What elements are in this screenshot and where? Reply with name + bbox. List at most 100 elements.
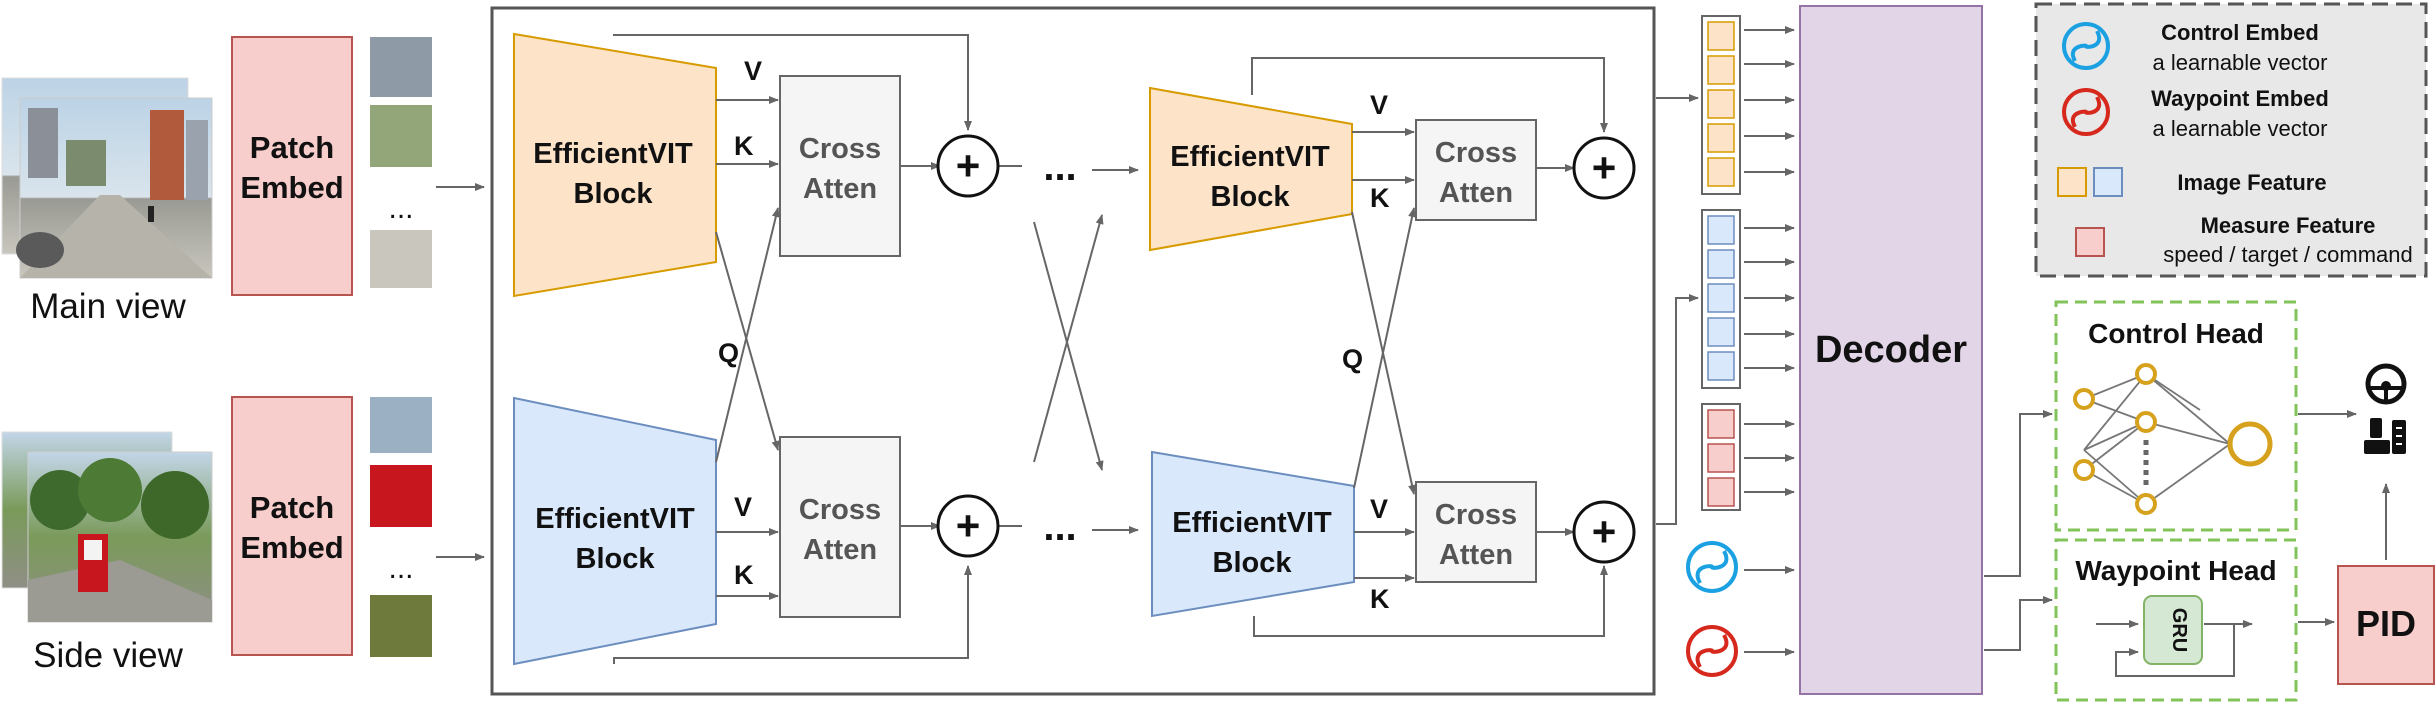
block-bottom-2-line2: Block: [1213, 547, 1293, 579]
cross-bottom-1-line1: Cross: [799, 494, 881, 526]
cross-atten-top-2: Cross Atten: [1415, 119, 1537, 221]
legend-control-embed-title: Control Embed: [2161, 20, 2319, 45]
decoder-output-arrows: [1984, 410, 2053, 651]
k-label-bottom-1: K: [734, 560, 754, 590]
k-label-top-2: K: [1370, 183, 1390, 213]
cross-atten-bottom-2: Cross Atten: [1415, 481, 1537, 583]
hidden-node-1: [2135, 363, 2157, 385]
efficientvit-block-top-1: EfficientVIT Block: [513, 32, 717, 298]
cross-bottom-2-line2: Atten: [1439, 539, 1513, 571]
block-top-1-line1: EfficientVIT: [533, 138, 693, 170]
v-label-bottom-1: V: [734, 492, 752, 522]
add-node-top-1: +: [936, 134, 1000, 198]
stage-1-connections: [613, 34, 1139, 664]
legend-waypoint-embed-sub: a learnable vector: [2153, 116, 2328, 141]
gru-block: [2143, 595, 2203, 665]
backbone-frame: [490, 6, 1656, 696]
v-label-bottom-2: V: [1370, 494, 1388, 524]
add-node-bottom-2: +: [1572, 500, 1636, 564]
block-bottom-1-line1: EfficientVIT: [535, 503, 695, 535]
legend-measure-feature-sub: speed / target / command: [2163, 242, 2412, 267]
legend-waypoint-embed-title: Waypoint Embed: [2151, 86, 2329, 111]
cross-atten-top-1: Cross Atten: [779, 75, 901, 257]
main-view-patches: ...: [370, 37, 432, 288]
add-top-2-symbol: +: [1592, 144, 1617, 191]
image-feature-tokens-main: [1701, 15, 1741, 195]
legend: Control Embed a learnable vector Waypoin…: [2034, 2, 2428, 278]
patch-embed-main-line2: Embed: [240, 170, 343, 205]
measure-feature-tokens: [1701, 403, 1741, 511]
v-label-top-1: V: [744, 56, 762, 86]
q-label-1: Q: [718, 338, 739, 368]
main-view-label: Main view: [30, 287, 186, 326]
cross-top-1-line2: Atten: [803, 173, 877, 205]
gru-label: GRU: [2168, 608, 2190, 652]
stage-2-connections: [1251, 57, 1608, 637]
efficientvit-block-bottom-2: EfficientVIT Block: [1151, 450, 1355, 618]
control-head: Control Head: [2054, 300, 2298, 532]
decoder-block: Decoder: [1799, 5, 1983, 695]
legend-orange-swatch: [2057, 167, 2087, 197]
v-label-top-2: V: [1370, 90, 1388, 120]
ellipsis-bottom: ...: [1043, 505, 1076, 549]
legend-blue-swatch: [2093, 167, 2123, 197]
ellipsis-top: ...: [1043, 145, 1076, 189]
main-patch-3: [370, 230, 432, 288]
main-patch-1: [370, 37, 432, 97]
main-view-images: [1, 77, 213, 279]
input-node-1: [2073, 388, 2095, 410]
efficientvit-block-bottom-1: EfficientVIT Block: [513, 396, 717, 666]
pid-label: PID: [2356, 603, 2416, 644]
block-bottom-1-line2: Block: [576, 543, 656, 575]
legend-control-embed-icon: [2062, 22, 2110, 70]
block-bottom-2-line1: EfficientVIT: [1172, 507, 1332, 539]
side-patch-2: [370, 465, 432, 527]
cross-bottom-1-line2: Atten: [803, 534, 877, 566]
cross-bottom-2-line1: Cross: [1435, 499, 1517, 531]
waypoint-head: Waypoint Head GRU: [2054, 538, 2298, 702]
cross-atten-bottom-1: Cross Atten: [779, 436, 901, 618]
patch-embed-main-line1: Patch: [250, 130, 334, 165]
add-top-1-symbol: +: [956, 142, 981, 189]
cross-top-2-line2: Atten: [1439, 177, 1513, 209]
patch-embed-side-line1: Patch: [250, 490, 334, 525]
cross-top-2-line1: Cross: [1435, 137, 1517, 169]
patch-embed-main: Patch Embed: [231, 36, 353, 296]
legend-image-feature: Image Feature: [2177, 170, 2326, 195]
block-top-1-line2: Block: [574, 178, 654, 210]
control-head-label: Control Head: [2088, 318, 2264, 349]
main-patch-2: [370, 105, 432, 167]
side-patch-3: [370, 595, 432, 657]
patch-embed-side: Patch Embed: [231, 396, 353, 656]
k-label-top-1: K: [734, 131, 754, 161]
patch-embed-side-line2: Embed: [240, 530, 343, 565]
cross-top-1-line1: Cross: [799, 133, 881, 165]
block-top-2-line2: Block: [1211, 181, 1291, 213]
input-node-2: [2073, 459, 2095, 481]
gru-connections: [2096, 620, 2253, 677]
add-bottom-2-symbol: +: [1592, 508, 1617, 555]
legend-waypoint-embed-icon: [2062, 88, 2110, 136]
side-patch-1: [370, 397, 432, 453]
side-view-image-front: [27, 451, 213, 623]
block-top-2-line1: EfficientVIT: [1170, 141, 1330, 173]
output-node: [2227, 421, 2273, 467]
backbone-output-arrows: [1656, 94, 1699, 525]
head-output-arrows: [2298, 410, 2390, 626]
image-feature-tokens-side: [1701, 209, 1741, 389]
steering-wheel-icon: [2365, 363, 2407, 405]
add-bottom-1-symbol: +: [956, 502, 981, 549]
control-embed-icon: [1686, 541, 1738, 593]
main-patch-ellipsis: ...: [388, 192, 413, 225]
waypoint-head-label: Waypoint Head: [2075, 555, 2276, 586]
waypoint-embed-icon: [1686, 625, 1738, 677]
q-label-2: Q: [1342, 344, 1363, 374]
hidden-node-2: [2135, 411, 2157, 433]
token-arrows: [1744, 26, 1795, 656]
hidden-node-3: [2135, 493, 2157, 515]
side-view-patches: ...: [370, 397, 432, 657]
legend-measure-feature-title: Measure Feature: [2201, 213, 2376, 238]
add-node-top-2: +: [1572, 136, 1636, 200]
